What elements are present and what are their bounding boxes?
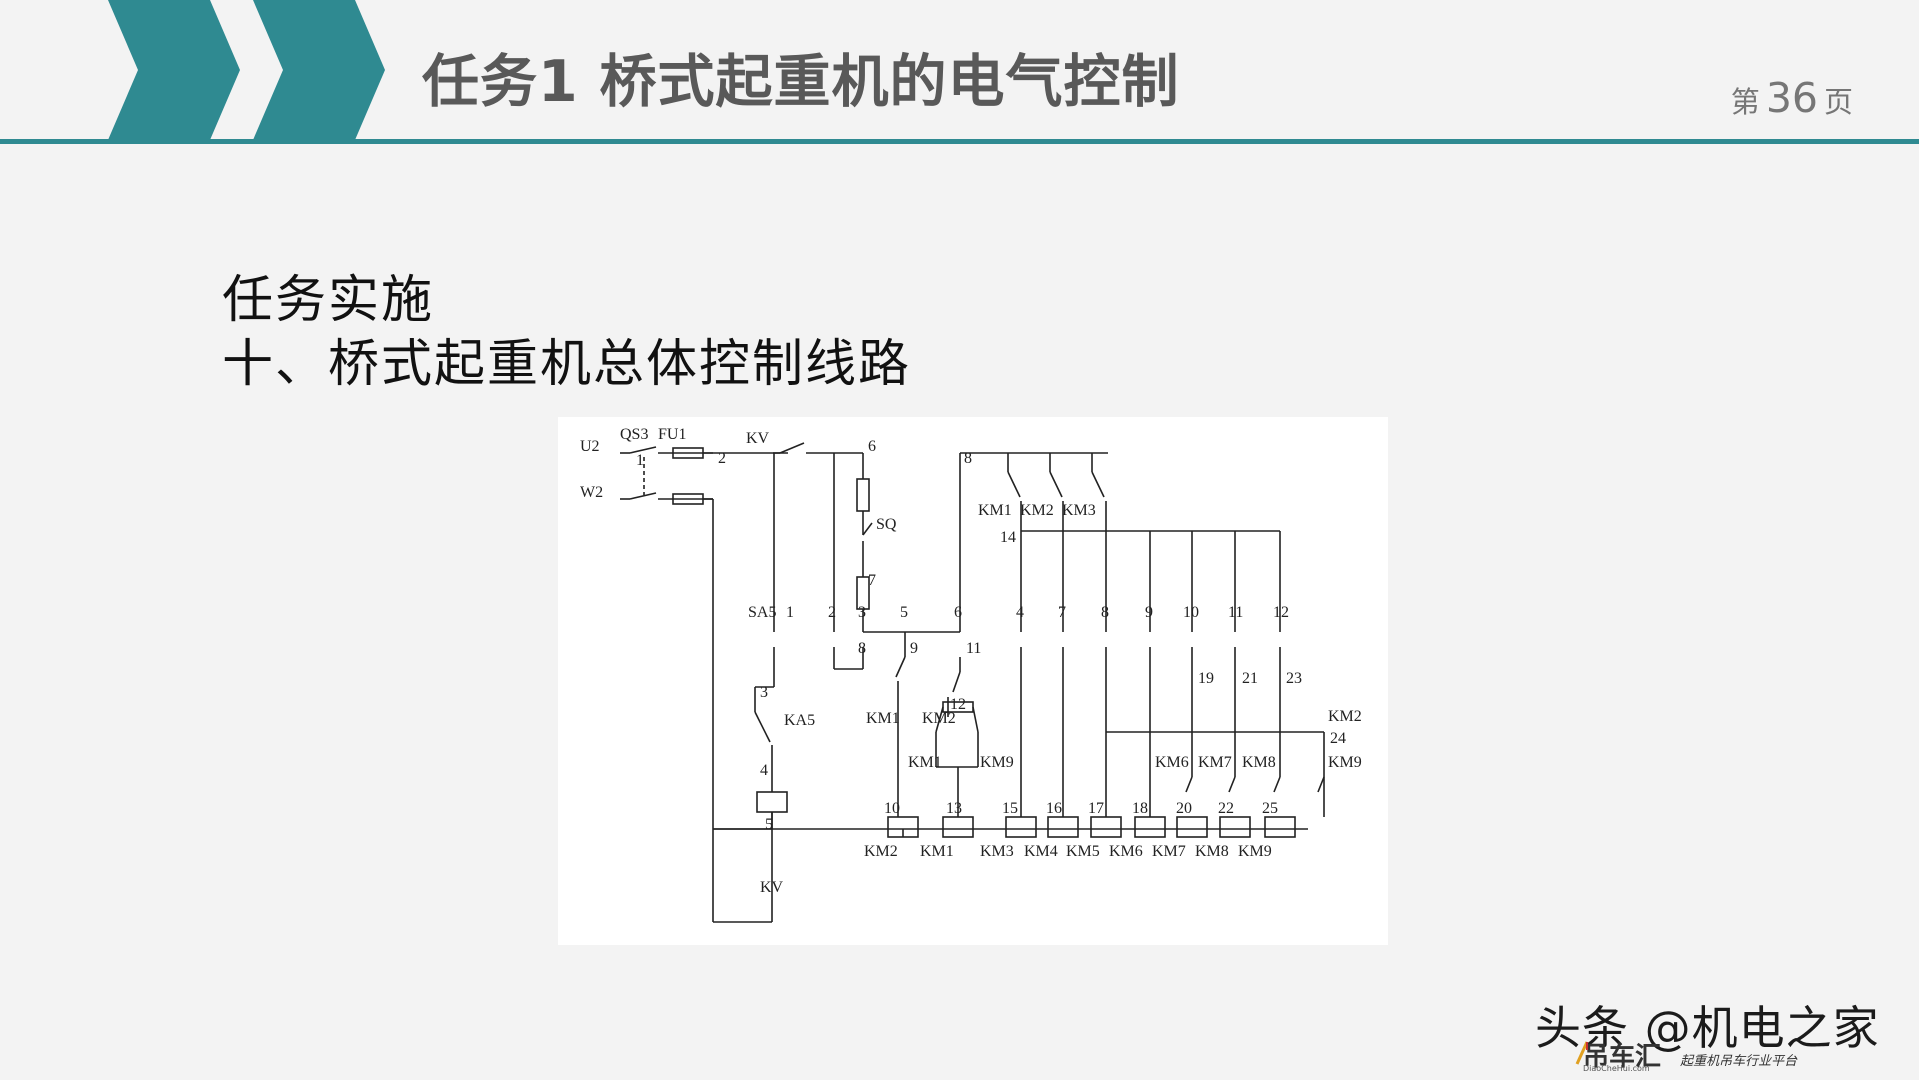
label-coil-km6: KM6: [1109, 843, 1143, 860]
label-sq: SQ: [876, 516, 897, 533]
label-node-7: 7: [868, 572, 876, 589]
label-sa-3: 3: [858, 604, 866, 621]
label-coil-25: 25: [1262, 800, 1278, 817]
label-sa-2: 2: [828, 604, 836, 621]
label-sa-12: 12: [1273, 604, 1289, 621]
header-divider: [0, 139, 1919, 144]
watermark-text: 头条 @机电之家: [1535, 1001, 1880, 1055]
label-sa-11: 11: [1228, 604, 1243, 621]
label-km1-top: KM1: [978, 502, 1012, 519]
label-coil-km4: KM4: [1024, 843, 1058, 860]
label-km1-low: KM1: [908, 754, 942, 771]
label-node-9: 9: [910, 640, 918, 657]
label-coil-15: 15: [1002, 800, 1018, 817]
label-km7: KM7: [1198, 754, 1232, 771]
label-km2-top: KM2: [1020, 502, 1054, 519]
label-node-11: 11: [966, 640, 981, 657]
label-sa-8: 8: [1101, 604, 1109, 621]
label-node-2: 2: [718, 450, 726, 467]
label-coil-km5: KM5: [1066, 843, 1100, 860]
label-coil-km7: KM7: [1152, 843, 1186, 860]
label-coil-km1: KM1: [920, 843, 954, 860]
watermark-tagline: 起重机吊车行业平台: [1680, 1054, 1798, 1069]
label-coil-18: 18: [1132, 800, 1148, 817]
label-u2: U2: [580, 438, 600, 455]
circuit-labels: U2 W2 QS3 FU1 1 2 KV 6 SQ 7 8 KM1 KM2 KM…: [580, 426, 1362, 896]
label-node-5: 5: [765, 816, 773, 833]
label-km6: KM6: [1155, 754, 1189, 771]
label-fu1: FU1: [658, 426, 686, 443]
slide-title: 任务1 桥式起重机的电气控制: [422, 49, 1180, 115]
watermark-brand: 吊车汇: [1583, 1042, 1662, 1072]
label-node-14: 14: [1000, 529, 1016, 546]
watermark: 头条 @机电之家 吊车汇 起重机吊车行业平台 DiaoCheHui.com: [1535, 992, 1880, 1073]
crane-logo-icon: [1575, 1041, 1589, 1065]
label-coil-km8: KM8: [1195, 843, 1229, 860]
label-sa-5: 5: [900, 604, 908, 621]
label-coil-17: 17: [1088, 800, 1104, 817]
label-node-12: 12: [950, 696, 966, 713]
label-km8: KM8: [1242, 754, 1276, 771]
label-node-8-top: 8: [964, 450, 972, 467]
label-coil-16: 16: [1046, 800, 1062, 817]
label-node-1: 1: [636, 452, 644, 469]
circuit-diagram-image: U2 W2 QS3 FU1 1 2 KV 6 SQ 7 8 KM1 KM2 KM…: [558, 417, 1388, 945]
section-subheading: 十、桥式起重机总体控制线路: [222, 335, 912, 394]
label-coil-13: 13: [946, 800, 962, 817]
label-node-19: 19: [1198, 670, 1214, 687]
label-node-3: 3: [760, 684, 768, 701]
label-kv-top: KV: [746, 430, 770, 447]
label-w2: W2: [580, 484, 603, 501]
label-node-24: 24: [1330, 730, 1346, 747]
label-node-21: 21: [1242, 670, 1258, 687]
label-node-6: 6: [868, 438, 876, 455]
label-kv-bottom: KV: [760, 879, 784, 896]
label-sa5: SA5: [748, 604, 776, 621]
watermark-domain: DiaoCheHui.com: [1583, 1064, 1650, 1073]
label-km9-low: KM9: [980, 754, 1014, 771]
label-node-8-low: 8: [858, 640, 866, 657]
label-qs3: QS3: [620, 426, 648, 443]
label-sa-10: 10: [1183, 604, 1199, 621]
label-node-23: 23: [1286, 670, 1302, 687]
label-coil-10: 10: [884, 800, 900, 817]
section-heading: 任务实施: [222, 271, 435, 330]
label-ka5: KA5: [784, 712, 815, 729]
label-sa-1: 1: [786, 604, 794, 621]
label-sa-6: 6: [954, 604, 962, 621]
label-node-4: 4: [760, 762, 768, 779]
page-suffix: 页: [1823, 85, 1853, 119]
label-coil-km2: KM2: [864, 843, 898, 860]
watermark-subline: 吊车汇 起重机吊车行业平台 DiaoCheHui.com: [1583, 1036, 1797, 1073]
page-number-value: 36: [1765, 74, 1818, 122]
label-sa-4: 4: [1016, 604, 1024, 621]
label-km1-mid: KM1: [866, 710, 900, 727]
circuit-diagram: U2 W2 QS3 FU1 1 2 KV 6 SQ 7 8 KM1 KM2 KM…: [580, 426, 1362, 923]
label-km9-right: KM9: [1328, 754, 1362, 771]
label-coil-22: 22: [1218, 800, 1234, 817]
page-prefix: 第: [1730, 85, 1760, 119]
label-km3-top: KM3: [1062, 502, 1096, 519]
label-coil-km3: KM3: [980, 843, 1014, 860]
label-km2-mid: KM2: [922, 710, 956, 727]
label-sa-9: 9: [1145, 604, 1153, 621]
label-coil-km9: KM9: [1238, 843, 1272, 860]
label-coil-20: 20: [1176, 800, 1192, 817]
header-chevron-decoration: [108, 0, 385, 140]
label-sa-7: 7: [1058, 604, 1066, 621]
label-km2-right: KM2: [1328, 708, 1362, 725]
